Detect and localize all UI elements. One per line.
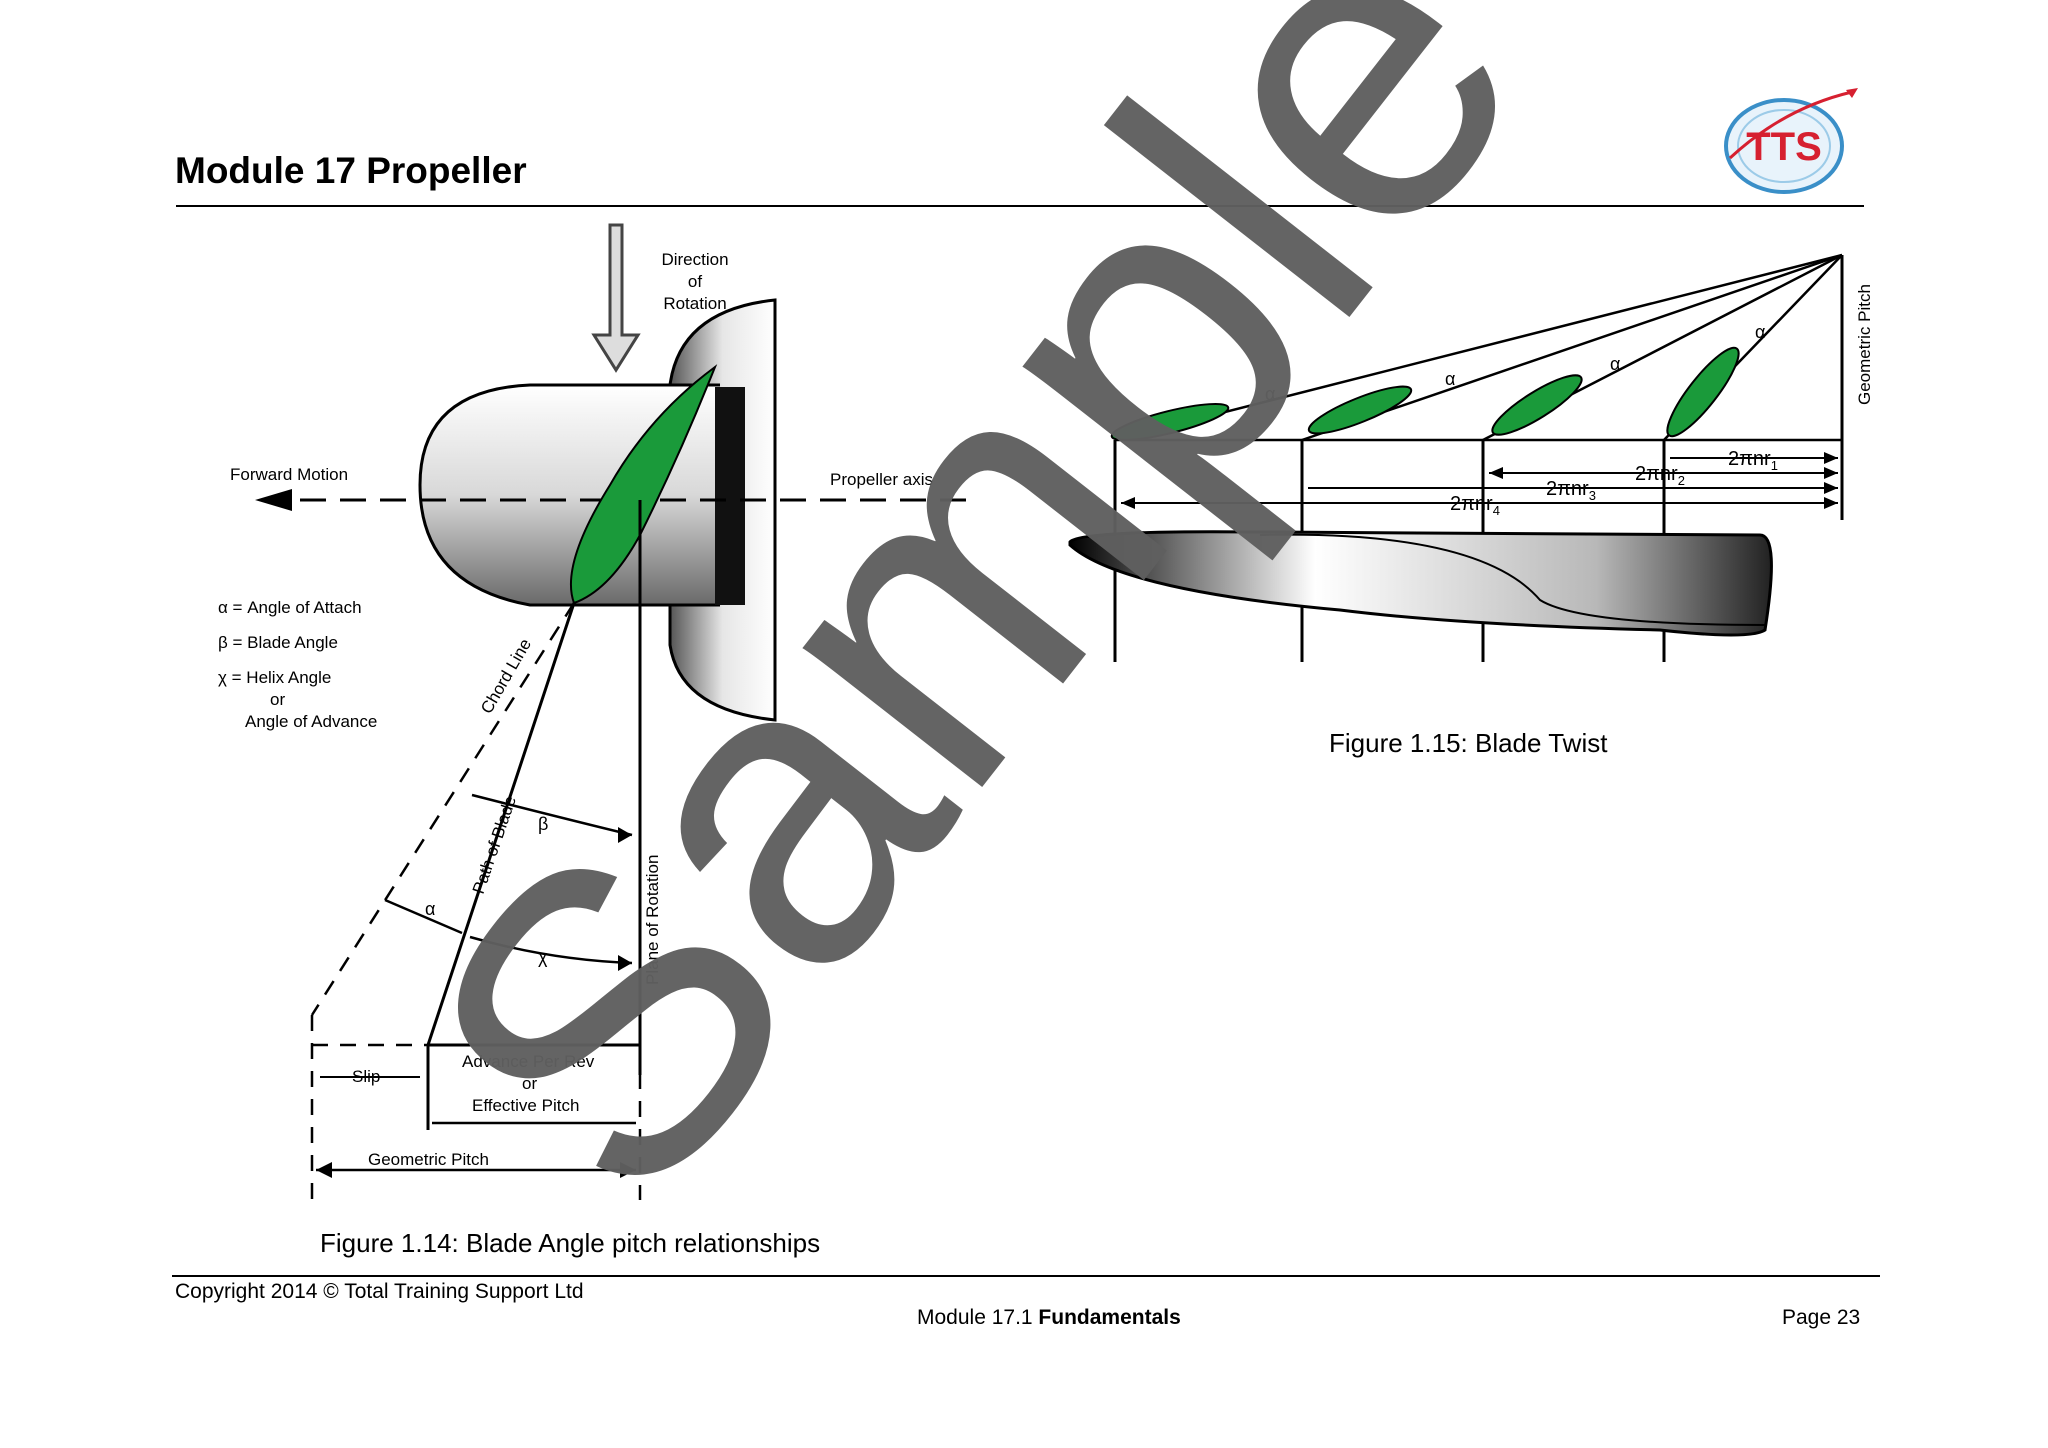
slip-label: Slip (352, 1067, 380, 1086)
advance-label-1: Advance Per Rev (462, 1052, 595, 1071)
twist-alpha-3: α (1610, 354, 1620, 374)
figure-15-caption: Figure 1.15: Blade Twist (1329, 728, 1608, 758)
figure-blade-twist: Geometric Pitch α α α α 2πnr1 2πnr2 2πnr… (1068, 253, 1874, 662)
legend-or: or (270, 690, 285, 709)
footer-rule (172, 1275, 1880, 1277)
logo-text: TTS (1746, 125, 1822, 169)
blade-airfoil (570, 364, 718, 605)
header-rule (176, 205, 1864, 207)
rotation-arrow (591, 223, 641, 373)
hub-band (715, 387, 745, 605)
direction-label-3: Rotation (663, 294, 726, 313)
forward-motion-label: Forward Motion (230, 465, 348, 484)
path-of-blade-label: Path of Blade (469, 794, 520, 897)
legend-chi: χ = Helix Angle (218, 668, 331, 687)
footer-module-bold: Fundamentals (1038, 1306, 1181, 1329)
dim-r2: 2πnr2 (1635, 463, 1685, 488)
twist-alpha-2: α (1445, 369, 1455, 389)
legend-alpha: α = Angle of Attach (218, 598, 362, 617)
direction-label-2: of (688, 272, 702, 291)
dim-r3: 2πnr3 (1546, 478, 1596, 503)
legend-advance: Angle of Advance (245, 712, 377, 731)
chi-symbol: χ (538, 947, 548, 967)
copyright-text: Copyright 2014 © Total Training Support … (175, 1280, 584, 1303)
forward-arrow (255, 489, 292, 511)
direction-label-1: Direction (661, 250, 728, 269)
page-number: Page 23 (1782, 1306, 1861, 1329)
propeller-axis-label: Propeller axis (830, 470, 933, 489)
figure-14-caption: Figure 1.14: Blade Angle pitch relations… (320, 1228, 821, 1258)
footer-module: Module 17.1 Fundamentals (917, 1306, 1181, 1330)
advance-label-2: Effective Pitch (472, 1096, 579, 1115)
page-title: Module 17 Propeller (175, 150, 527, 191)
legend-beta: β = Blade Angle (218, 633, 338, 652)
dim-r4: 2πnr4 (1450, 493, 1500, 518)
alpha-symbol: α (425, 899, 435, 919)
figure-blade-angle: Direction of Rotation Forward Motion Pro… (218, 223, 980, 1200)
tts-logo: TTS (1724, 88, 1858, 194)
twist-alpha-4: α (1755, 322, 1765, 342)
dim-r1: 2πnr1 (1728, 448, 1778, 473)
footer-module-prefix: Module 17.1 (917, 1306, 1039, 1329)
plane-of-rotation-label: Plane of Rotation (643, 855, 662, 985)
geometric-pitch-label: Geometric Pitch (368, 1150, 489, 1169)
twist-alpha-1: α (1265, 384, 1275, 404)
advance-or: or (522, 1074, 537, 1093)
twist-geometric-pitch-label: Geometric Pitch (1855, 284, 1874, 405)
twist-blade-body (1068, 530, 1773, 637)
beta-symbol: β (538, 814, 548, 834)
